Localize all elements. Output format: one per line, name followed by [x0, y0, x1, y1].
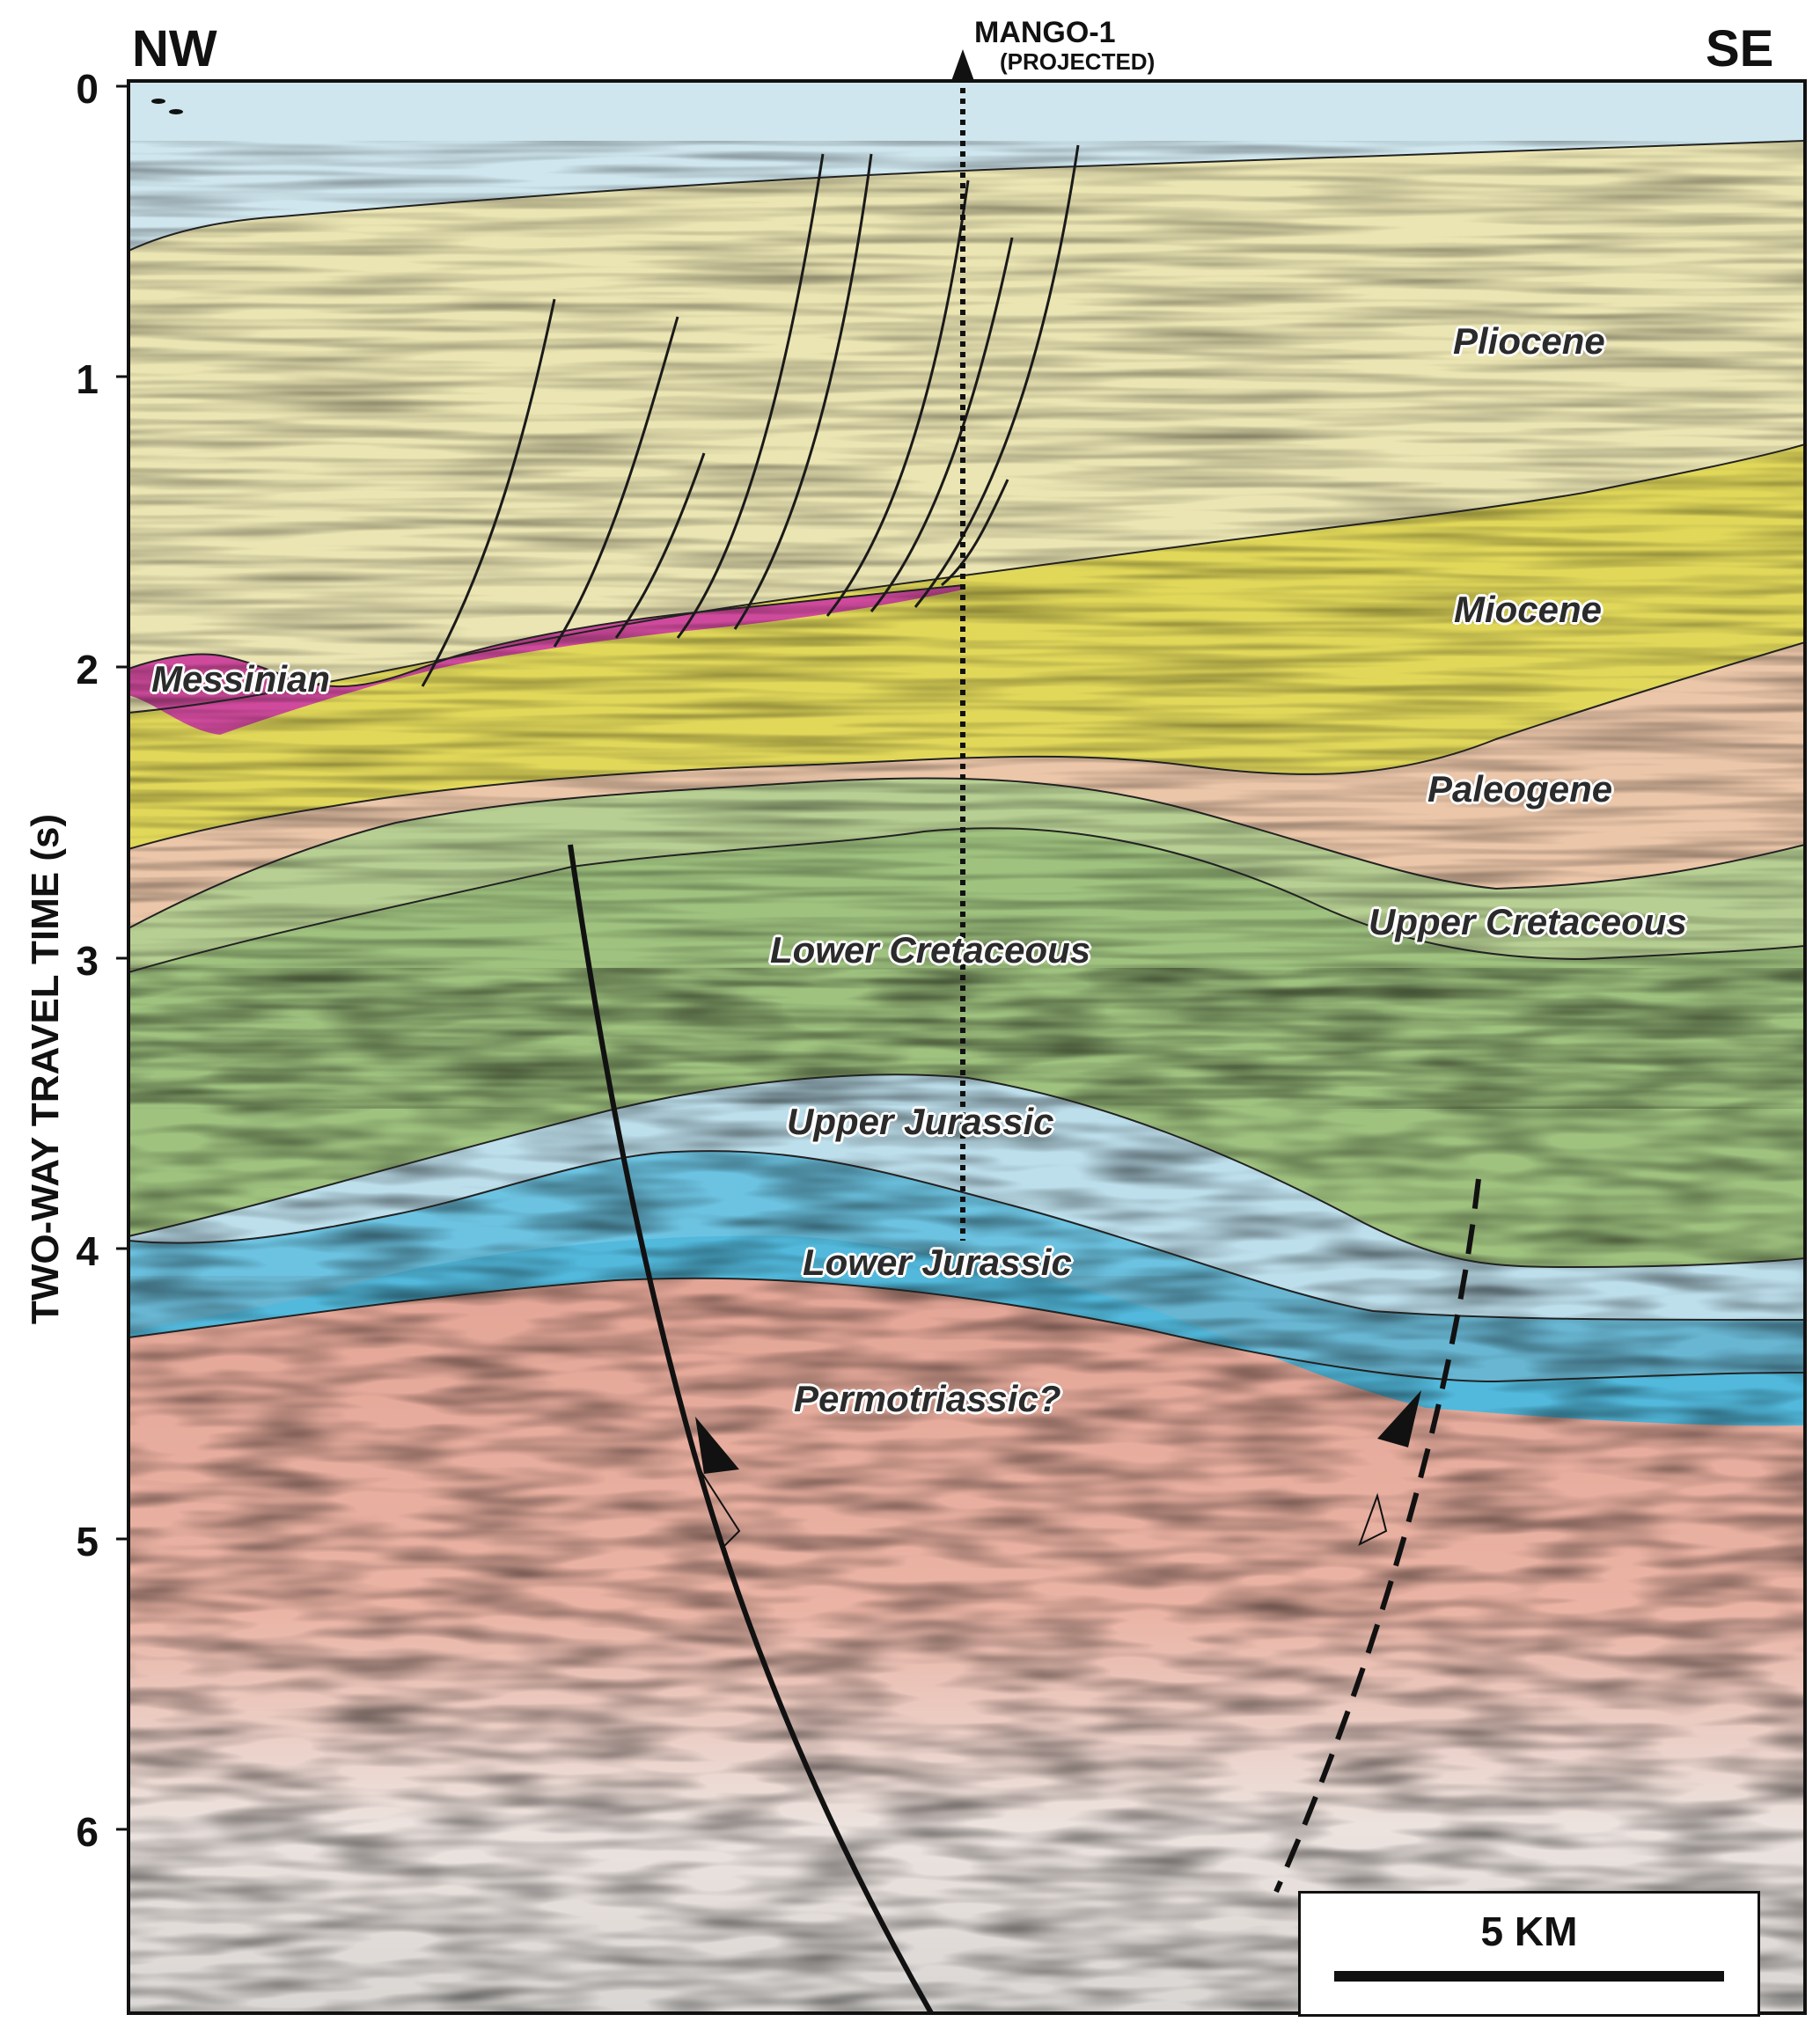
- upper-cretaceous-label: Upper Cretaceous: [1369, 901, 1687, 942]
- lower-jurassic-label: Lower Jurassic: [803, 1242, 1072, 1283]
- scale-bar: 5 KM: [1298, 1891, 1760, 2017]
- horizon-lines: [128, 140, 1805, 1383]
- lower-cretaceous-label: Lower Cretaceous: [770, 929, 1091, 971]
- y-tick-label: 5: [76, 1519, 99, 1564]
- scale-bar-line: [1334, 1971, 1724, 1982]
- seismic-texture-lower: [128, 968, 1805, 2013]
- y-tick-label: 1: [76, 356, 99, 402]
- y-axis-ticks: [116, 84, 128, 1831]
- fish-icon: [151, 99, 183, 114]
- permotriassic-label: Permotriassic?: [794, 1378, 1061, 1419]
- well-marker-icon: [951, 49, 974, 81]
- paleogene-label: Paleogene: [1427, 768, 1613, 810]
- listric-faults: [421, 144, 1080, 687]
- fault-arrow-down-icon: [699, 1469, 741, 1550]
- y-tick-label: 2: [76, 647, 99, 692]
- major-fault-solid: [568, 844, 935, 2013]
- scale-bar-label: 5 KM: [1480, 1908, 1578, 1954]
- upper-jurassic-label: Upper Jurassic: [787, 1101, 1054, 1142]
- pliocene-label: Pliocene: [1453, 320, 1605, 362]
- y-tick-label: 0: [76, 66, 99, 112]
- fault-arrow-up-icon: [695, 1417, 739, 1474]
- se-direction-label: SE: [1706, 20, 1774, 77]
- well-note-label: (PROJECTED): [1000, 48, 1156, 75]
- dashed-fault: [1273, 1178, 1481, 1894]
- well-name-label: MANGO-1: [974, 16, 1116, 49]
- y-tick-label: 4: [76, 1228, 99, 1274]
- miocene-label: Miocene: [1454, 589, 1603, 630]
- fault-arrow-up-icon: [1377, 1390, 1421, 1447]
- messinian-label: Messinian: [151, 658, 331, 700]
- fault-arrow-down-icon: [1358, 1492, 1388, 1547]
- seismic-texture-upper: [128, 141, 1805, 1109]
- y-tick-label: 3: [76, 938, 99, 984]
- y-tick-label: 6: [76, 1809, 99, 1855]
- section-frame: [127, 79, 1807, 2015]
- nw-direction-label: NW: [132, 20, 217, 77]
